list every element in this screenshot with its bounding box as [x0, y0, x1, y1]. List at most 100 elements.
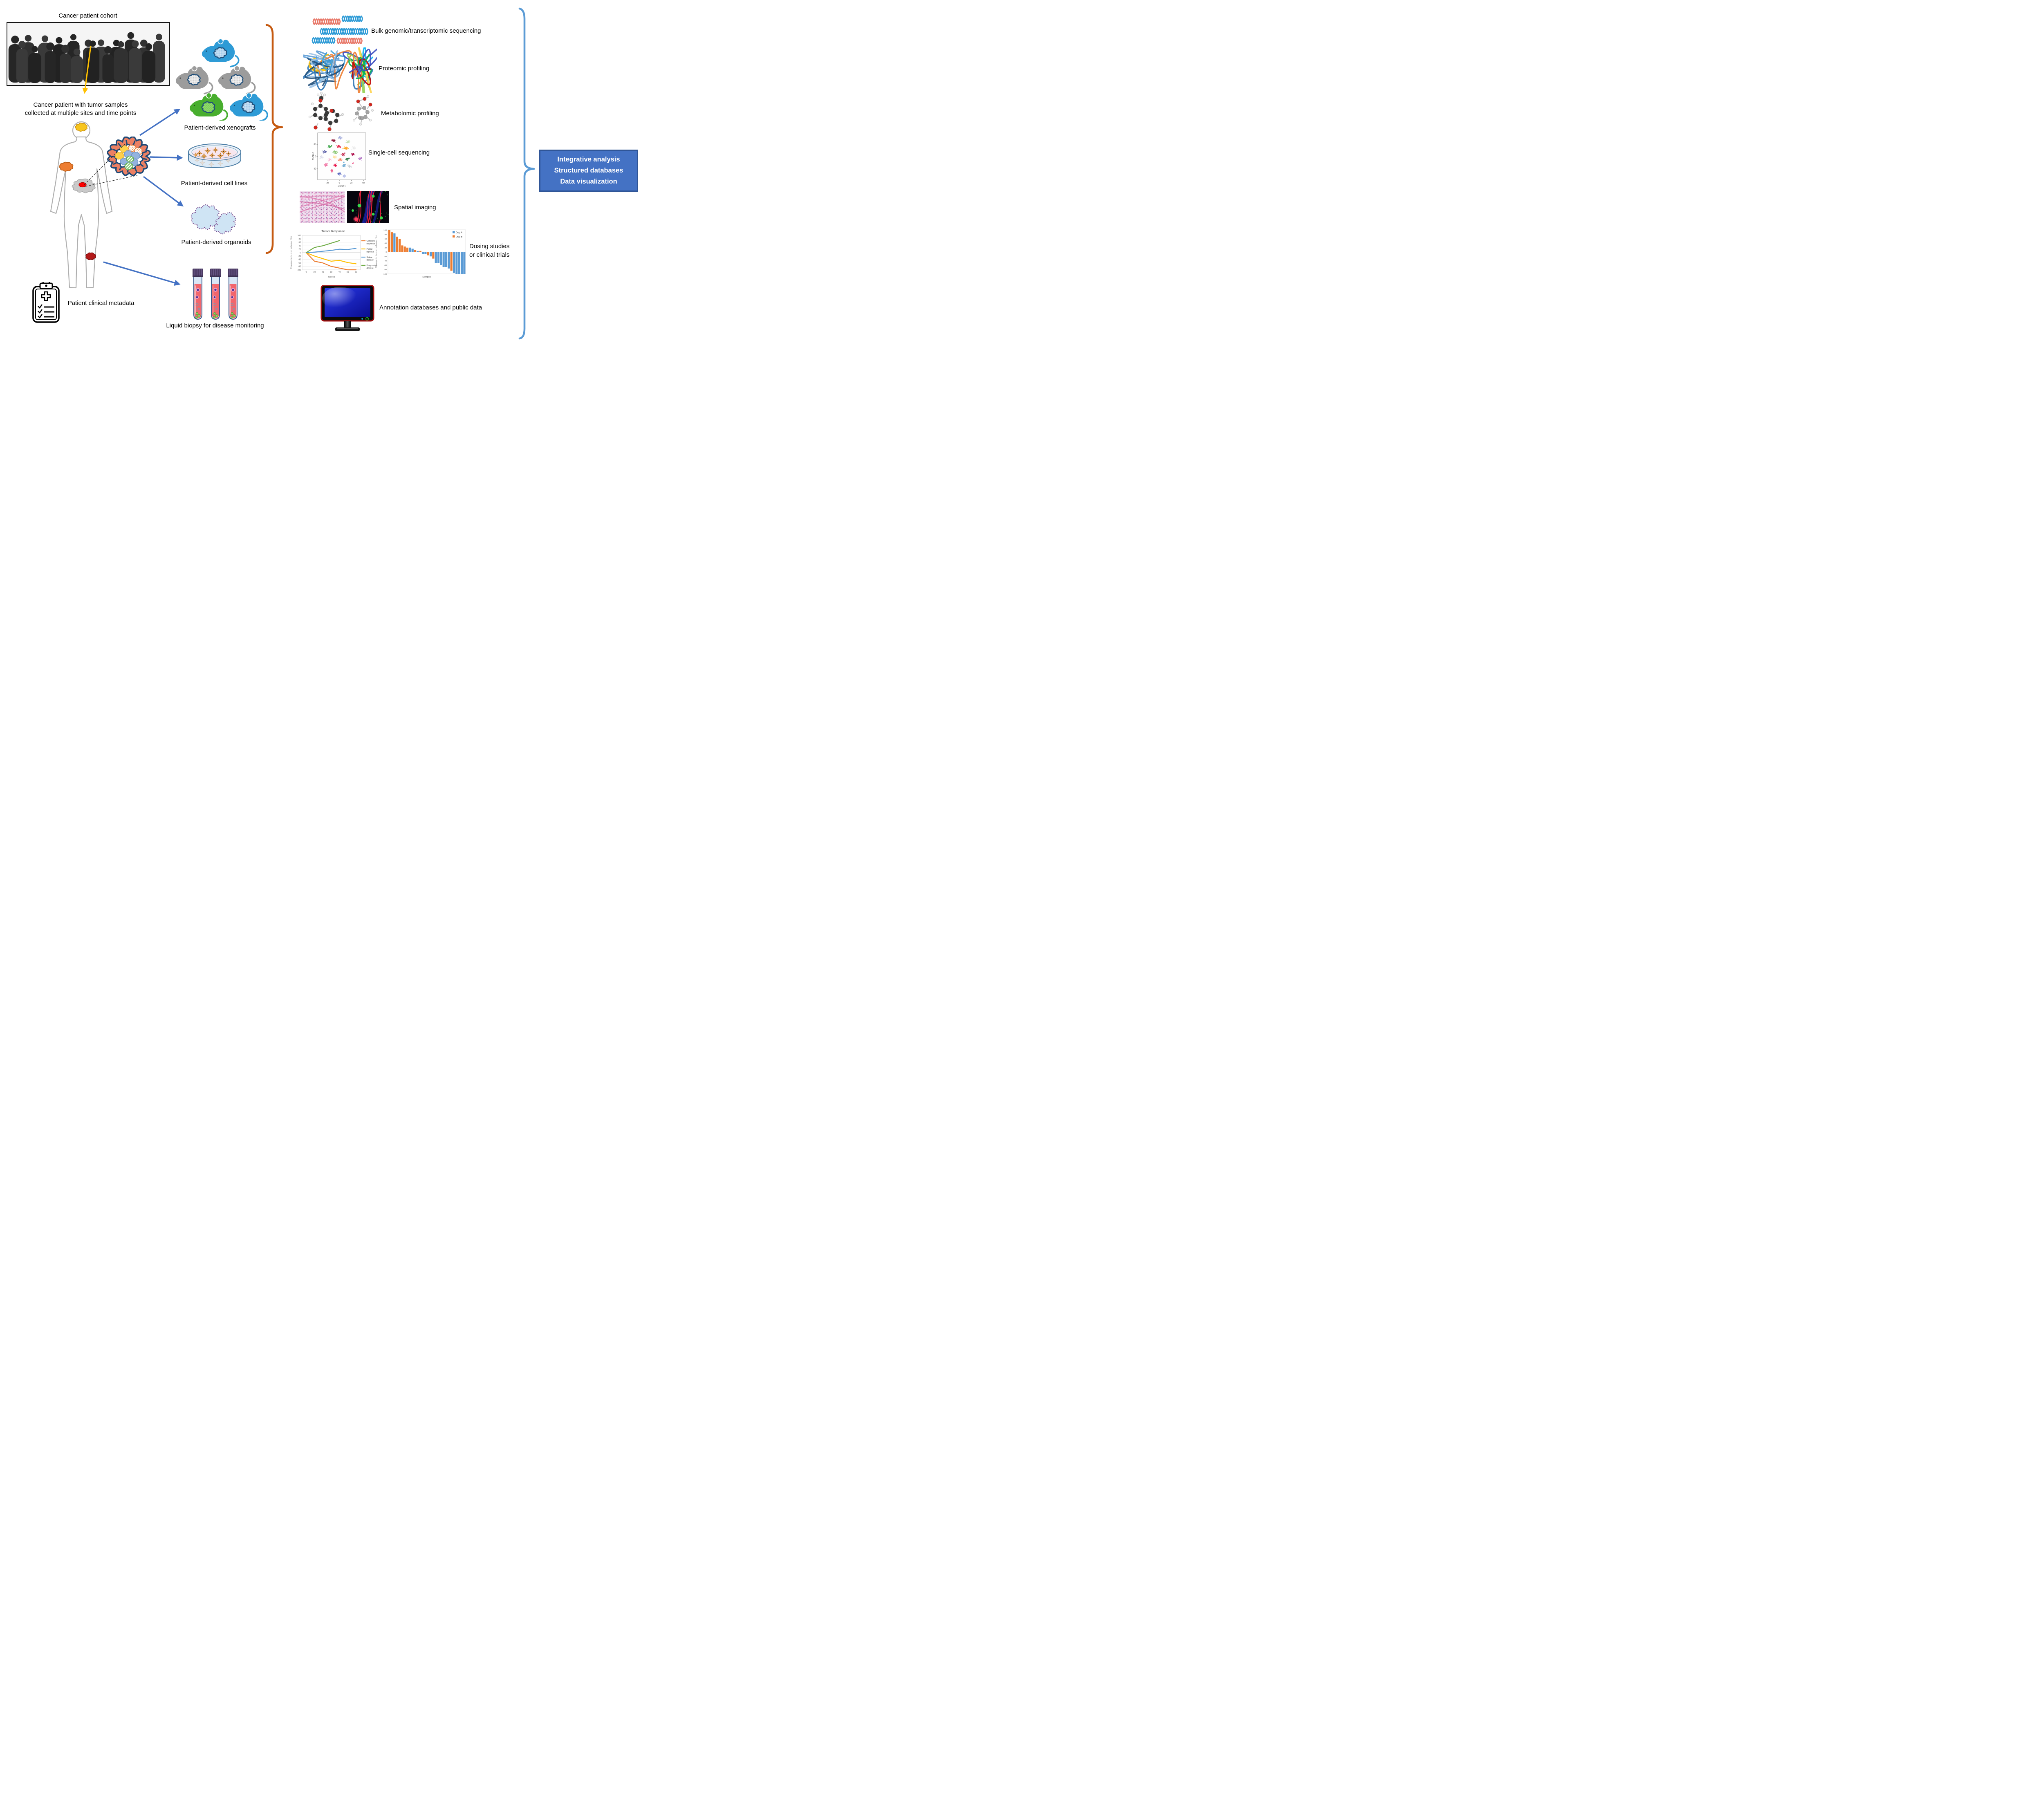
svg-text:100: 100: [298, 235, 301, 237]
patient-caption-line2: collected at multiple sites and time poi…: [25, 109, 137, 117]
crowd-silhouette-image: [8, 32, 165, 83]
svg-text:-20: -20: [298, 255, 301, 258]
dosing-label: Dosing studies or clinical trials: [469, 242, 509, 259]
svg-text:80: 80: [298, 238, 301, 240]
cohort-title: Cancer patient cohort: [58, 12, 117, 19]
svg-text:100: 100: [383, 229, 387, 231]
svg-text:Drug B: Drug B: [456, 236, 463, 238]
svg-text:60: 60: [385, 238, 387, 240]
cluster-cell-striped: [126, 155, 134, 163]
power-icon: [365, 317, 369, 320]
svg-text:Samples: Samples: [422, 276, 431, 278]
svg-text:t-SNE2: t-SNE2: [312, 152, 315, 160]
svg-text:Change in tumor volume (%): Change in tumor volume (%): [375, 235, 378, 268]
svg-text:disease: disease: [367, 267, 374, 269]
svg-text:40: 40: [338, 271, 341, 273]
spatial-label: Spatial imaging: [394, 204, 436, 211]
medical-cross-icon: [41, 291, 51, 301]
svg-text:Progressive: Progressive: [367, 264, 378, 267]
svg-text:80: 80: [385, 233, 387, 236]
svg-text:-20: -20: [384, 255, 387, 258]
svg-text:Partial: Partial: [367, 248, 372, 251]
petri-dish-icon: [188, 143, 241, 168]
tumor-knee: [85, 252, 96, 260]
computer-monitor-icon: [320, 285, 374, 331]
svg-text:60: 60: [355, 271, 357, 273]
svg-text:-40: -40: [298, 259, 301, 261]
annotation-label: Annotation databases and public data: [379, 304, 482, 311]
svg-text:disease: disease: [367, 259, 374, 261]
svg-text:50: 50: [347, 271, 349, 273]
svg-text:Change in tumor volume (%): Change in tumor volume (%): [290, 236, 293, 269]
svg-text:20: 20: [385, 246, 387, 249]
svg-text:Tumor Response: Tumor Response: [321, 229, 345, 233]
dosing-label-line1: Dosing studies: [469, 243, 510, 250]
svg-text:-40: -40: [384, 260, 387, 262]
svg-text:0: 0: [385, 251, 387, 253]
svg-text:40: 40: [385, 242, 387, 245]
proteomic-label: Proteomic profiling: [379, 65, 430, 72]
svg-text:Complete: Complete: [367, 240, 376, 242]
cluster-cell-striped: [124, 162, 133, 170]
body-outline: [50, 136, 113, 289]
biopsy-label: Liquid biopsy for disease monitoring: [166, 322, 264, 329]
diagram-canvas: Cancer patient cohort Cancer patient wit…: [0, 0, 641, 361]
svg-text:-100: -100: [297, 269, 301, 271]
svg-text:Drug A: Drug A: [456, 231, 462, 234]
tumor-chest: [58, 161, 74, 172]
integration-line3: Data visualization: [560, 178, 617, 185]
organoid-blob: [191, 204, 220, 230]
svg-text:20: 20: [298, 248, 301, 251]
tumor-brain: [75, 123, 87, 132]
svg-text:response: response: [367, 242, 375, 245]
single-cell-label: Single-cell sequencing: [368, 149, 430, 156]
metabolomic-label: Metabolomic profiling: [381, 110, 439, 117]
liquid-biopsy-tubes-icon: [192, 268, 239, 320]
svg-text:40: 40: [298, 245, 301, 247]
svg-text:t-SNE1: t-SNE1: [338, 186, 346, 188]
svg-text:30: 30: [350, 182, 353, 184]
cohort-image: [7, 22, 170, 86]
dna-helix-icon: [312, 15, 368, 45]
monitor-indicator-light: [361, 318, 363, 320]
svg-text:0: 0: [315, 156, 316, 158]
svg-text:0: 0: [300, 252, 301, 254]
patient-caption: Cancer patient with tumor samples collec…: [25, 101, 137, 117]
svg-text:-80: -80: [384, 269, 387, 271]
integration-box: Integrative analysis Structured database…: [539, 150, 638, 192]
svg-text:-30: -30: [313, 168, 316, 170]
svg-text:20: 20: [322, 271, 324, 273]
checklist-icon: [38, 304, 54, 318]
arrow-to-cell-lines: [149, 155, 183, 161]
patient-caption-line1: Cancer patient with tumor samples: [33, 101, 128, 108]
svg-text:-100: -100: [383, 273, 387, 276]
svg-text:60: 60: [298, 242, 301, 244]
svg-text:0: 0: [306, 271, 307, 273]
dosing-label-line2: or clinical trials: [469, 251, 510, 258]
svg-text:Stable: Stable: [367, 256, 372, 259]
svg-text:Weeks: Weeks: [328, 276, 335, 278]
arrow-to-organoids: [143, 176, 184, 207]
xenograft-mice-icon: [175, 38, 268, 121]
svg-text:60: 60: [362, 182, 365, 184]
svg-text:-80: -80: [298, 265, 301, 268]
svg-text:0: 0: [339, 182, 340, 184]
organoids-icon: [191, 204, 236, 235]
svg-text:10: 10: [314, 271, 316, 273]
molecule-models-icon: [308, 92, 374, 131]
svg-text:-30: -30: [326, 182, 329, 184]
organoid-blob: [213, 212, 236, 235]
integration-line2: Structured databases: [554, 167, 623, 174]
svg-text:-60: -60: [384, 264, 387, 267]
fluorescence-image: [347, 188, 389, 226]
tumor-primary-site: [78, 182, 87, 188]
integration-line1: Integrative analysis: [557, 156, 620, 163]
brace-assays-to-integration: [518, 7, 535, 340]
tumor-cell-cluster: [107, 137, 151, 176]
svg-text:-60: -60: [298, 262, 301, 264]
svg-text:30: 30: [330, 271, 332, 273]
clipboard-icon: [32, 282, 60, 323]
